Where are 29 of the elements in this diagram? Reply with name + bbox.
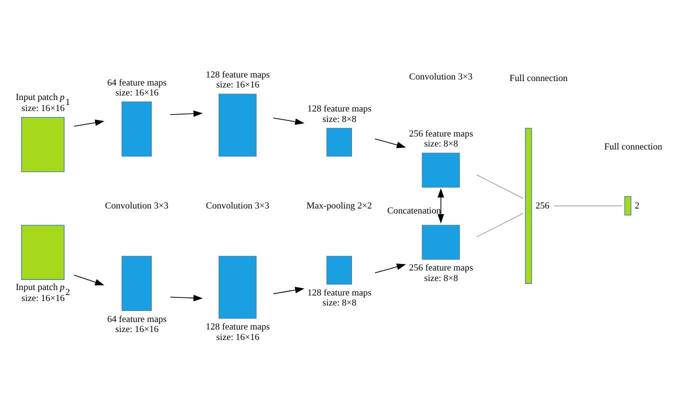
arrow [74,119,104,127]
node-label: 256 [536,201,550,212]
arrow [272,118,304,125]
arrow [74,274,104,286]
edge-label: Concatenation [387,206,441,216]
arrow [374,138,406,148]
arrow [272,286,304,294]
connector [476,174,524,199]
label: Convolution 3×3 [105,201,168,212]
label: Convolution 3×3 [206,201,270,212]
node-label: 64 feature maps size: 16×16 [107,78,167,98]
arrow [438,188,444,224]
label: Convolution 3×3 [409,72,473,82]
node-label: 128 feature maps size: 8×8 [307,288,372,309]
connector [476,212,524,238]
label: Full connection [510,74,568,84]
node-label: 128 feature maps size: 16×16 [206,70,270,91]
node-label: 2 [634,201,640,212]
node-label: 256 feature maps size: 8×8 [409,130,474,150]
node-label: 128 feature maps size: 16×16 [206,322,270,343]
arrow [170,294,203,302]
arrow [170,110,203,117]
arrow [374,264,406,274]
node-label: 256 feature maps size: 8×8 [409,264,474,284]
label: Max-pooling 2×2 [306,201,372,212]
node-label: 64 feature maps size: 16×16 [107,314,167,336]
label: Full connection [604,142,662,152]
connector [554,205,623,206]
node-label: 128 feature maps size: 8×8 [307,104,372,125]
